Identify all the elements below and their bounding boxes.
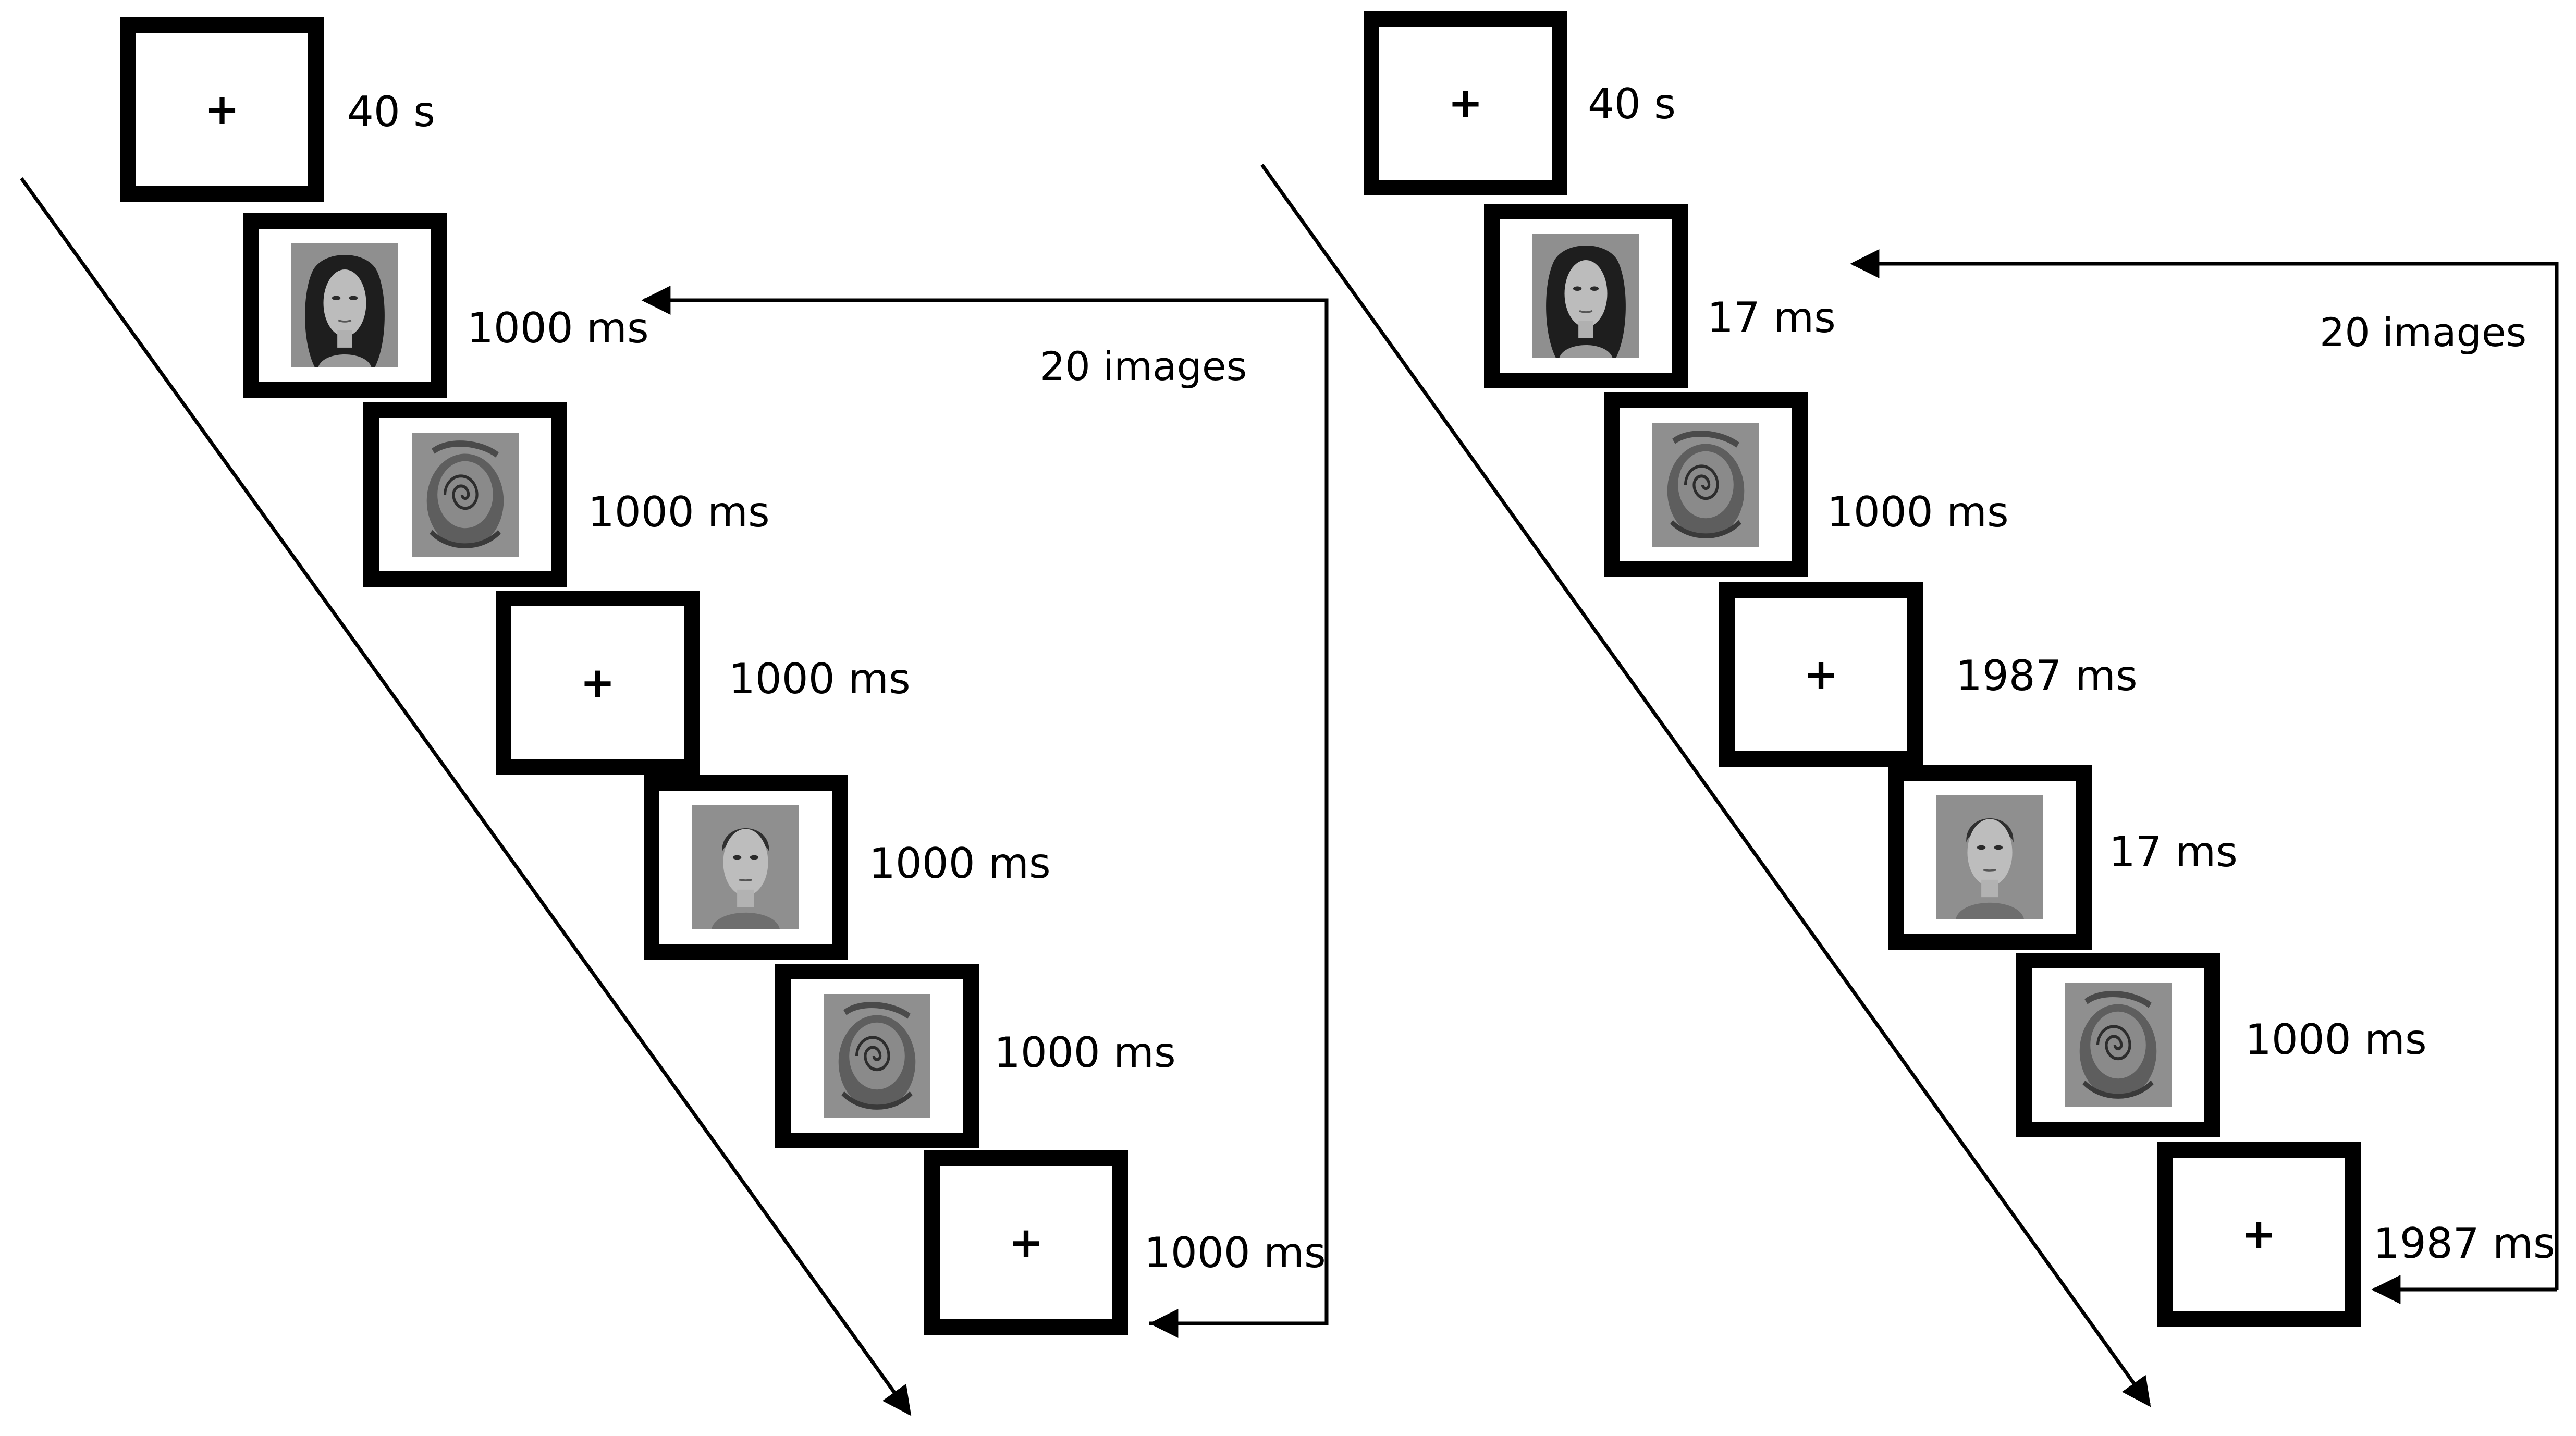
loop-label: 20 images: [2320, 309, 2527, 355]
fixation-screen: +: [924, 1150, 1128, 1335]
male-face-photo: [692, 805, 799, 929]
time-arrow-left: [20, 177, 912, 1416]
duration-label: 1000 ms: [467, 304, 649, 352]
duration-label: 1000 ms: [1144, 1229, 1326, 1277]
female-face-photo: [291, 243, 398, 367]
fixation-cross: +: [1448, 79, 1483, 127]
fixation-screen: +: [120, 17, 324, 202]
scrambled-mask-image: [412, 433, 519, 557]
face-screen: [1484, 204, 1688, 388]
duration-label: 40 s: [347, 88, 435, 136]
scrambled-mask-image: [1652, 423, 1759, 547]
duration-label: 1000 ms: [588, 488, 770, 536]
fixation-screen: +: [496, 591, 700, 775]
duration-label: 1987 ms: [2373, 1219, 2555, 1268]
mask-screen: [775, 964, 979, 1148]
loop-label: 20 images: [1040, 343, 1247, 389]
face-screen: [243, 213, 447, 398]
duration-label: 1987 ms: [1956, 652, 2138, 700]
duration-label: 17 ms: [1707, 293, 1836, 342]
mask-screen: [1604, 392, 1808, 577]
duration-label: 1000 ms: [994, 1028, 1176, 1077]
fixation-cross: +: [2241, 1210, 2277, 1258]
duration-label: 1000 ms: [1827, 488, 2009, 536]
fixation-screen: +: [1719, 582, 1923, 767]
scrambled-mask-image: [824, 994, 930, 1118]
mask-screen: [2016, 953, 2220, 1137]
duration-label: 40 s: [1588, 80, 1676, 128]
fixation-cross: +: [580, 658, 616, 707]
fixation-screen: +: [1364, 11, 1567, 195]
female-face-photo: [1532, 234, 1639, 358]
mask-screen: [363, 402, 567, 587]
duration-label: 1000 ms: [869, 839, 1051, 888]
loop-arrow-right: [1850, 249, 2559, 1290]
face-screen: [1888, 765, 2092, 950]
face-screen: [644, 775, 848, 960]
time-arrow-right: [1260, 163, 2151, 1407]
fixation-cross: +: [1803, 650, 1839, 698]
duration-label: 1000 ms: [729, 655, 911, 703]
male-face-photo: [1936, 795, 2043, 919]
duration-label: 17 ms: [2109, 828, 2238, 876]
fixation-screen: +: [2157, 1142, 2361, 1327]
scrambled-mask-image: [2065, 983, 2172, 1107]
fixation-cross: +: [204, 85, 240, 133]
duration-label: 1000 ms: [2245, 1015, 2427, 1064]
fixation-cross: +: [1008, 1218, 1044, 1267]
